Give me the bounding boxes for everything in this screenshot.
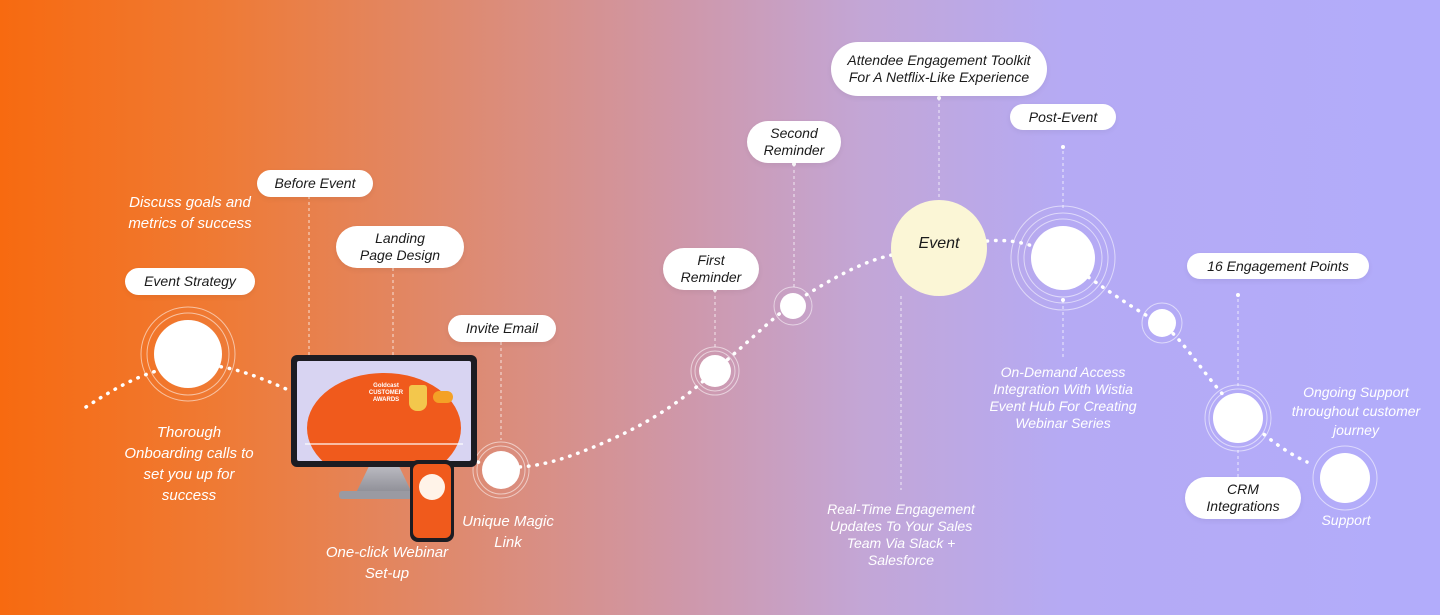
first-reminder-node: [699, 355, 731, 387]
note-magic-link: Unique Magic Link: [462, 513, 554, 551]
note-support: Support: [1321, 512, 1371, 528]
note-onboarding: Thorough Onboarding calls to set you up …: [124, 424, 254, 504]
pill-first-reminder: First Reminder: [663, 248, 759, 290]
pill-engagement-toolkit: Attendee Engagement Toolkit For A Netfli…: [831, 42, 1047, 96]
magic-link-node: [482, 451, 520, 489]
pill-engagement-points: 16 Engagement Points: [1187, 253, 1369, 279]
pill-landing-page: Landing Page Design: [336, 226, 464, 268]
second-reminder-node: [780, 293, 806, 319]
note-discuss-goals: Discuss goals and metrics of success: [128, 194, 252, 232]
pill-event-strategy: Event Strategy: [125, 268, 255, 295]
pill-before-event: Before Event: [257, 170, 373, 197]
post-event-node: [1031, 226, 1095, 290]
pill-post-event: Post-Event: [1010, 104, 1116, 130]
pill-second-reminder: Second Reminder: [747, 121, 841, 163]
pill-invite-email: Invite Email: [448, 315, 556, 342]
note-on-demand: On-Demand Access Integration With Wistia…: [989, 364, 1137, 431]
event-node: [891, 200, 987, 296]
follow-up-node: [1148, 309, 1176, 337]
badge-icon: [433, 391, 453, 403]
event-label: Event: [918, 235, 960, 252]
note-one-click-setup: One-click Webinar Set-up: [325, 544, 449, 582]
note-realtime-updates: Real-Time Engagement Updates To Your Sal…: [827, 501, 975, 568]
event-strategy-node: [154, 320, 222, 388]
support-node: [1320, 453, 1370, 503]
engagement-node: [1213, 393, 1263, 443]
note-ongoing-support: Ongoing Support throughout customer jour…: [1291, 384, 1421, 438]
pill-crm-integrations: CRM Integrations: [1185, 477, 1301, 519]
trophy-icon: [409, 385, 427, 411]
mobile-phone-icon: [410, 460, 454, 542]
